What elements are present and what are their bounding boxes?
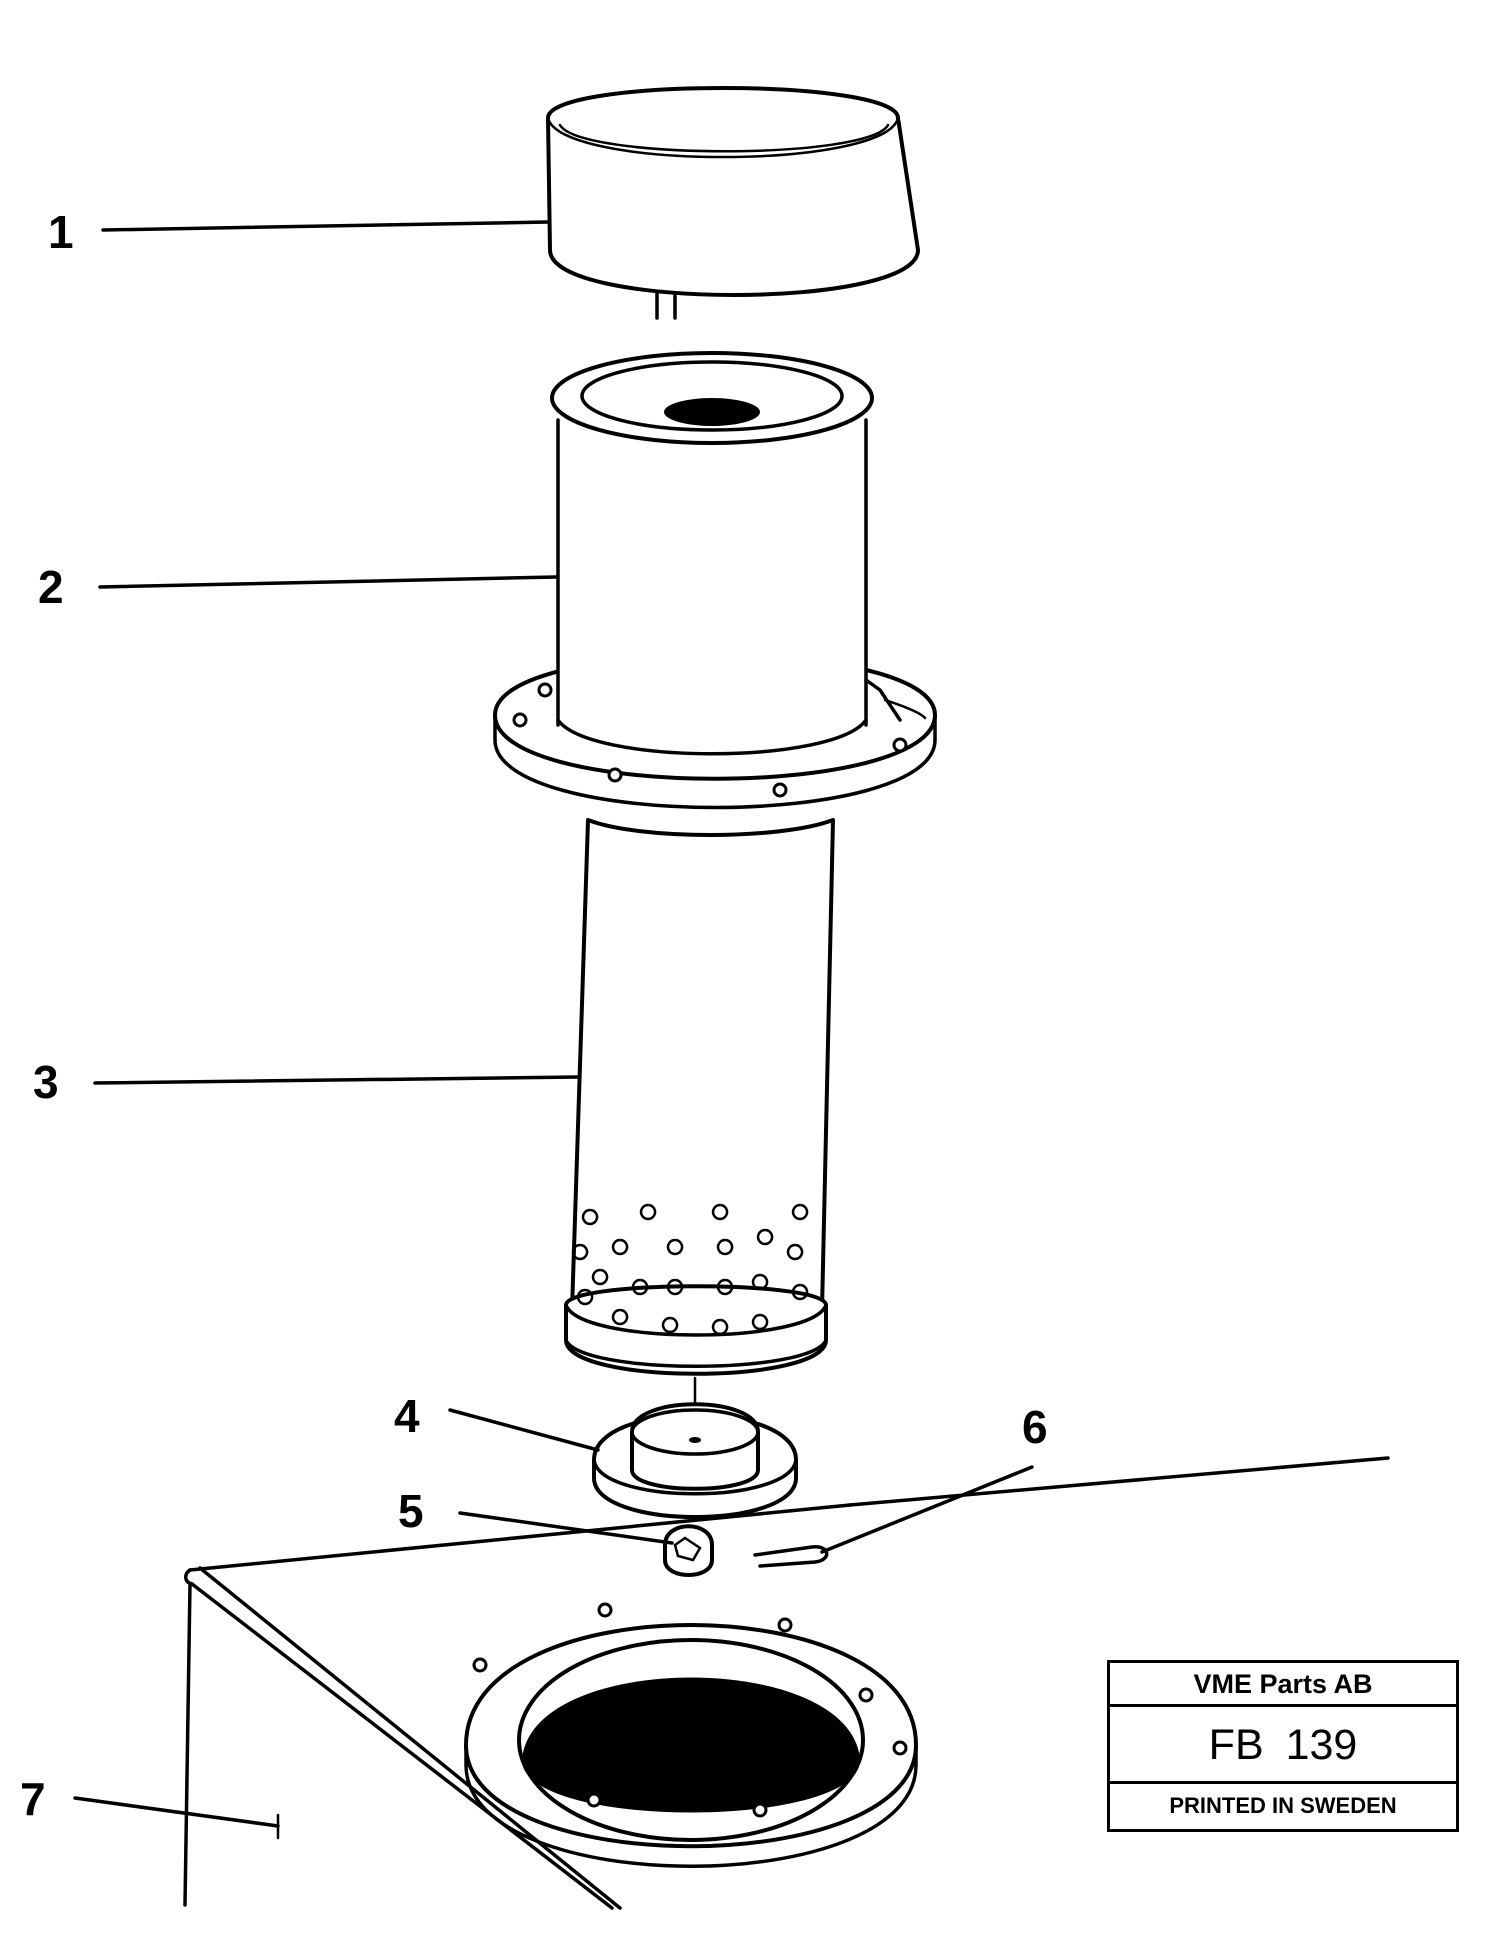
part-3-filter-cylinder (564, 818, 835, 1376)
part-2-flange-tube (493, 351, 937, 810)
printed-in-label: PRINTED IN SWEDEN (1169, 1793, 1397, 1818)
part-6-pin (753, 1545, 829, 1568)
callout-4: 4 (394, 1390, 420, 1442)
part-4-washer (592, 1376, 798, 1519)
company-name: VME Parts AB (1110, 1663, 1456, 1707)
callout-6: 6 (1022, 1401, 1048, 1453)
part-7-tank (183, 1456, 1390, 1910)
leader-lines (73, 220, 1034, 1828)
drawing-code: FB 139 (1110, 1707, 1456, 1784)
callout-1: 1 (48, 206, 74, 258)
part-1-cap (546, 86, 920, 320)
callout-3: 3 (33, 1056, 59, 1108)
title-block: VME Parts AB FB 139 PRINTED IN SWEDEN (1107, 1660, 1459, 1832)
callout-5: 5 (398, 1485, 424, 1537)
callout-2: 2 (38, 561, 64, 613)
part-5-nut (663, 1524, 714, 1577)
callout-7: 7 (20, 1773, 46, 1825)
